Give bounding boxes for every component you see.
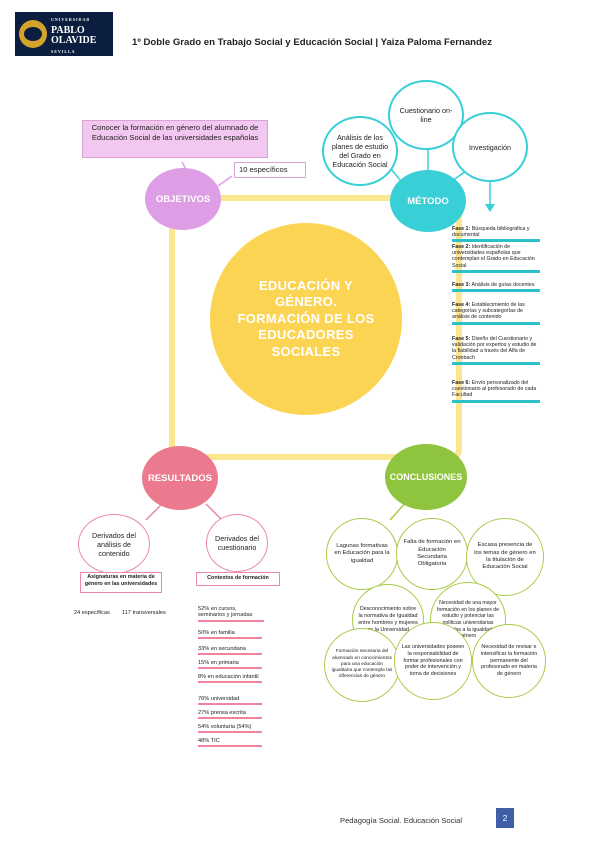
fase-item: Fase 4: Establecimiento de las categoría… — [452, 302, 540, 325]
main-topic-line: EDUCADORES — [258, 327, 354, 343]
main-topic-line: FORMACIÓN DE LOS — [237, 310, 375, 326]
logo-name: PABLO OLAVIDE — [51, 25, 97, 46]
stat-item: 76% universidad — [198, 696, 262, 705]
main-topic-line: EDUCACIÓN Y — [258, 277, 354, 293]
fase-item: Fase 6: Envío personalizado del cuestion… — [452, 380, 540, 403]
resultados-node: RESULTADOS — [142, 446, 218, 510]
metodo-node: MÉTODO — [390, 170, 466, 232]
main-topic: EDUCACIÓN Y GÉNERO. FORMACIÓN DE LOS EDU… — [210, 223, 402, 415]
objetivo-general: Conocer la formación en género del alumn… — [82, 120, 268, 158]
main-topic-line: GÉNERO. — [274, 294, 338, 310]
university-logo: UNIVERSIDAD PABLO OLAVIDE SEVILLA — [15, 12, 113, 56]
logo-top-text: UNIVERSIDAD — [51, 17, 91, 22]
conclusiones-node: CONCLUSIONES — [385, 444, 467, 510]
stat-item: 54% voluntaria (54%) — [198, 724, 262, 733]
resultados-label: RESULTADOS — [147, 472, 213, 484]
resultados-contenido-circle: Derivados del análisis de contenido — [78, 514, 150, 574]
conclusion-circle: Formación necesaria del alumnado en cono… — [324, 628, 400, 702]
objetivos-especificos: 10 específicos — [234, 162, 306, 178]
fase-item: Fase 5: Diseño del Cuestionario y valida… — [452, 336, 540, 365]
conclusion-circle: Lagunas formativas en Educación para la … — [326, 518, 398, 590]
logo-bottom-text: SEVILLA — [51, 49, 76, 54]
main-topic-line: SOCIALES — [271, 343, 341, 359]
center-frame — [169, 195, 462, 460]
fase-item: Fase 1: Búsqueda bibliográfica y documen… — [452, 226, 540, 243]
stat-item: 33% en secundaria — [198, 646, 262, 655]
conclusion-circle: Las universidades poseen la responsabili… — [394, 622, 472, 700]
metodo-label: MÉTODO — [407, 195, 449, 207]
fase-item: Fase 3: Análisis de guías docentes — [452, 282, 540, 293]
conclusion-circle: Necesidad de revisar e intensificar la f… — [472, 624, 546, 698]
logo-emblem-icon — [19, 20, 47, 48]
stat-item: 15% en primaria — [198, 660, 262, 669]
asignaturas-transversales: 117 transversales — [122, 610, 166, 616]
page-number: 2 — [496, 808, 514, 828]
metodo-circle-cuestionario: Cuestionario on-line — [388, 80, 464, 150]
fase-item: Fase 2: Identificación de universidades … — [452, 244, 540, 273]
stat-item: 48% TIC — [198, 738, 262, 747]
stat-item: 27% prensa escrita — [198, 710, 262, 719]
objetivos-node: OBJETIVOS — [145, 168, 221, 230]
stat-item: 52% en cursos, seminarios y jornadas — [198, 606, 264, 622]
stat-item: 8% en educación infantil — [198, 674, 262, 684]
header-title: 1º Doble Grado en Trabajo Social y Educa… — [132, 37, 493, 48]
contextos-box: Contextos de formación — [196, 572, 280, 586]
stat-item: 50% en familia — [198, 630, 262, 639]
objetivos-label: OBJETIVOS — [155, 193, 211, 205]
conclusion-circle: Falta de formación en Educación Secundar… — [396, 518, 468, 590]
footer-text: Pedagogía Social. Educación Social — [340, 816, 463, 825]
conclusiones-label: CONCLUSIONES — [389, 472, 463, 482]
asignaturas-especificas: 24 específicas — [74, 610, 110, 616]
metodo-circle-analisis: Análisis de los planes de estudio del Gr… — [322, 116, 398, 186]
metodo-circle-investigacion: Investigación — [452, 112, 528, 182]
asignaturas-box: Asignaturas en materia de género en las … — [80, 572, 162, 593]
resultados-cuestionario-circle: Derivados del cuestionario — [206, 514, 268, 572]
